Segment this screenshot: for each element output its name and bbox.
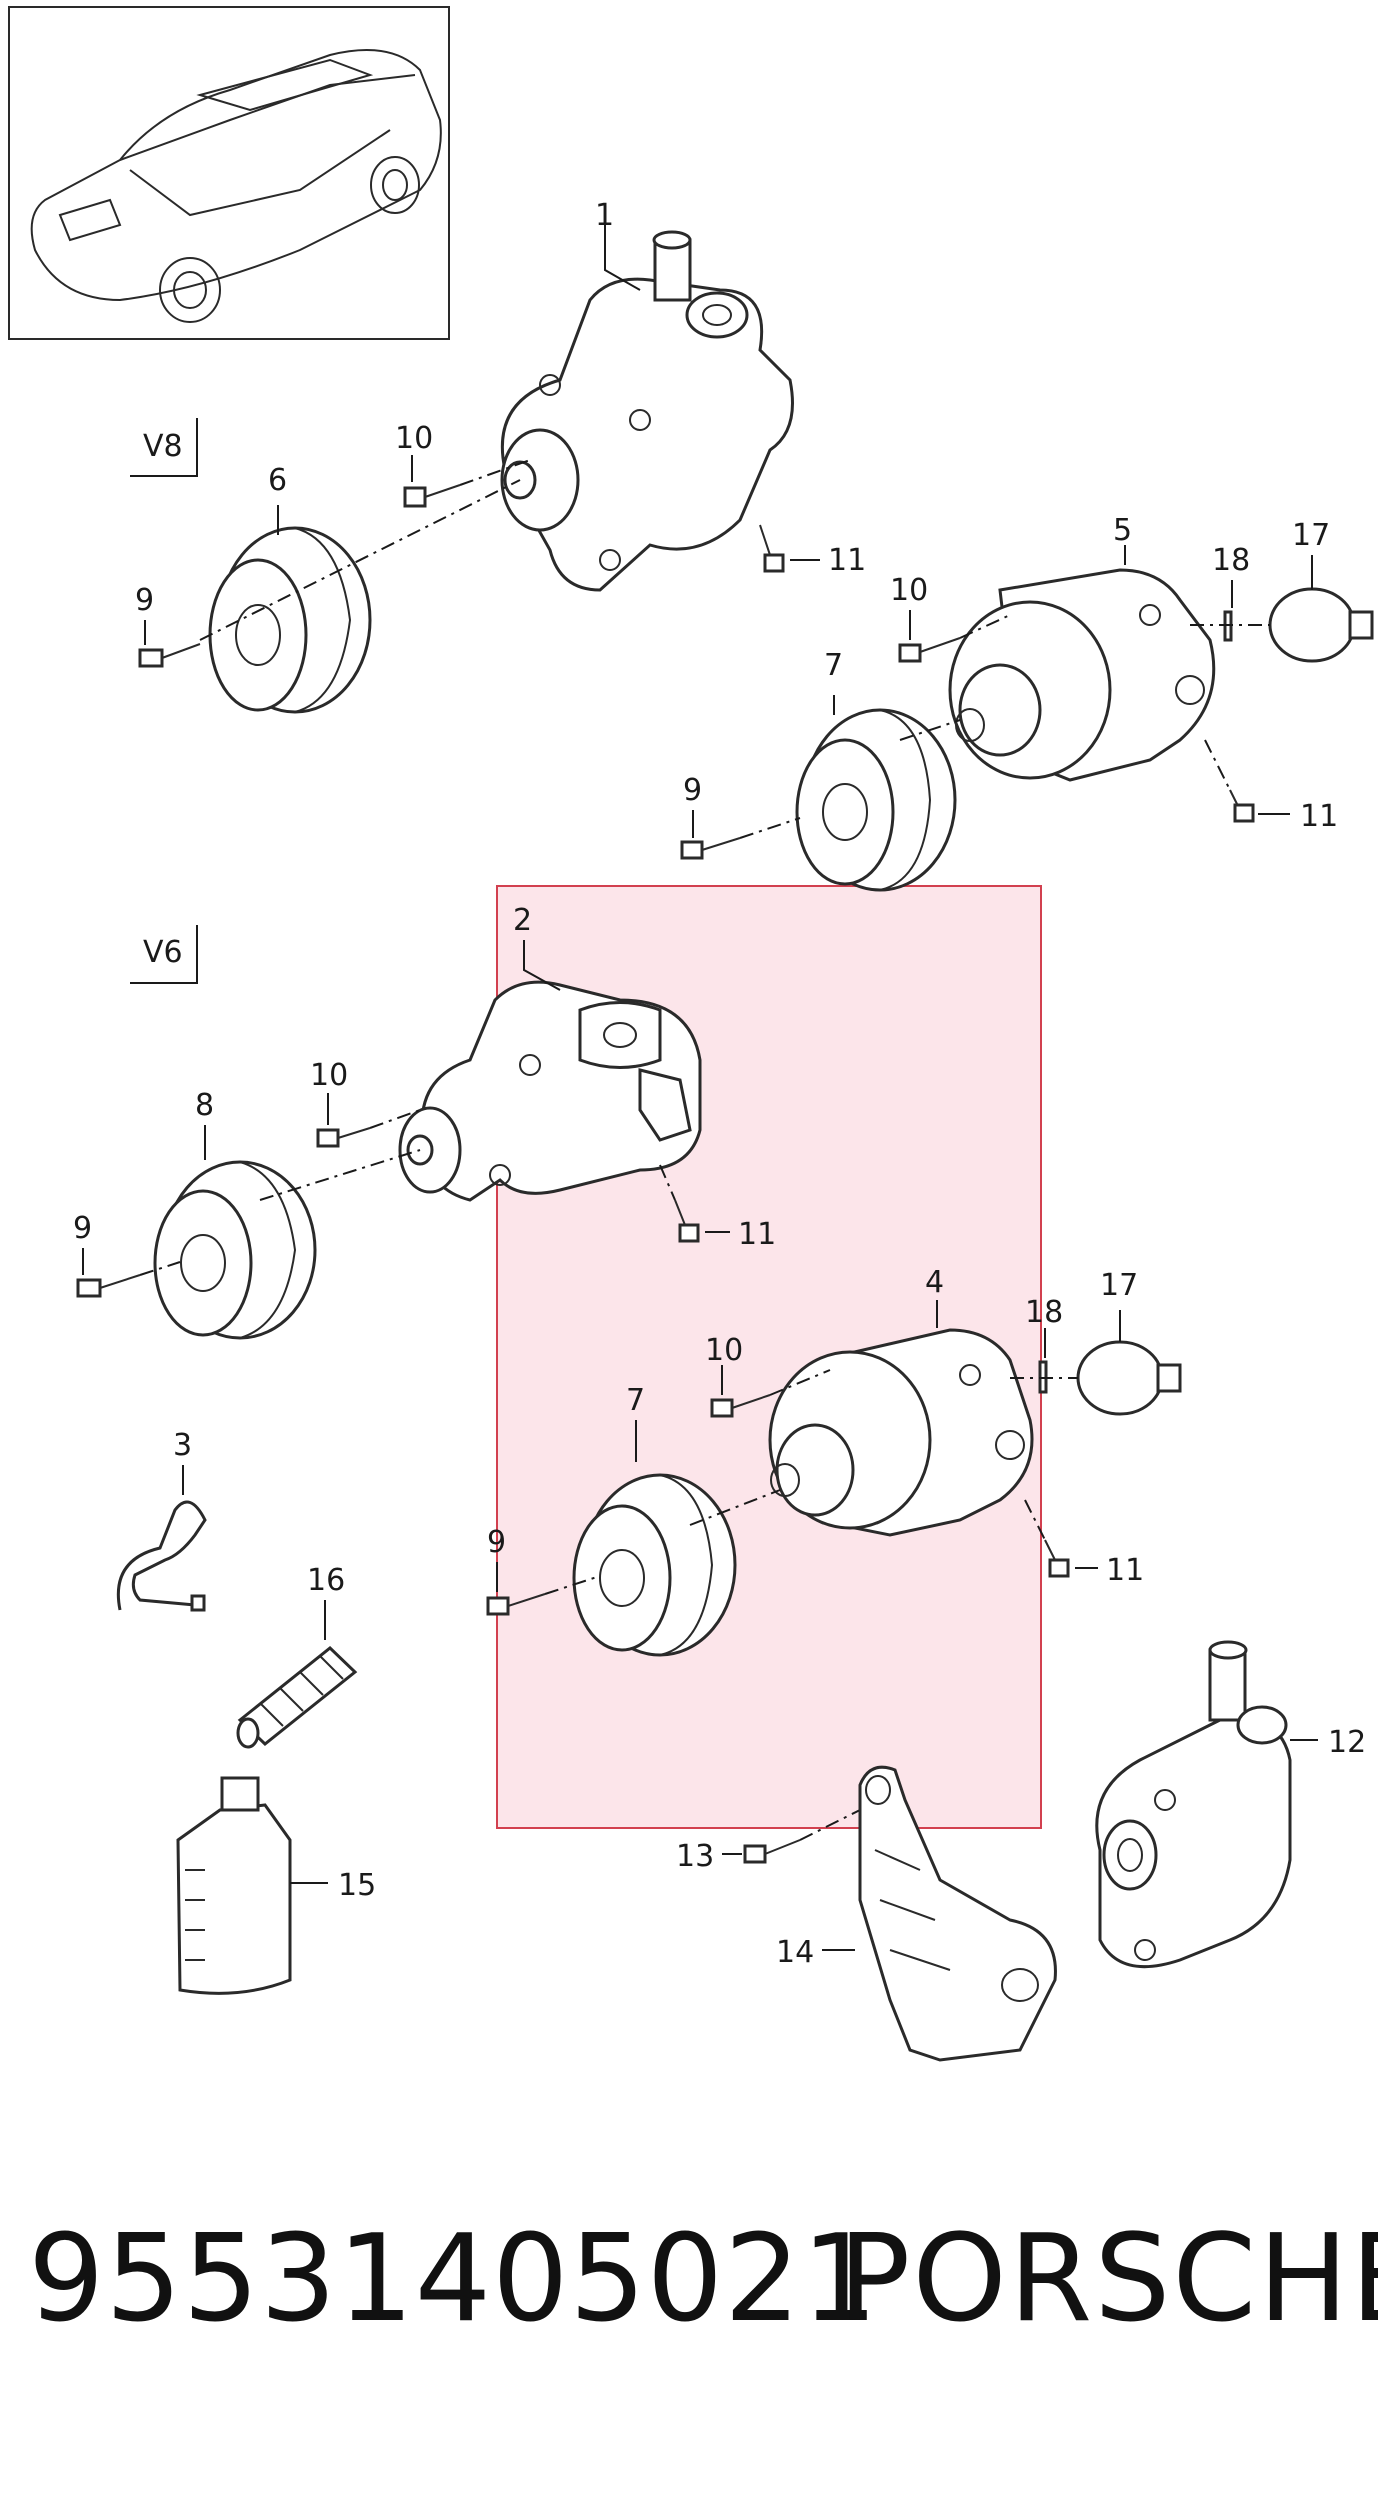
part-5-pump-v8-reservoir[interactable] [948, 568, 1216, 782]
callout-1: 1 [595, 198, 614, 233]
callout-12: 12 [1328, 1725, 1366, 1760]
footer: 95531405021 PORSCHE [0, 2210, 1378, 2370]
part-4-pump-v6-reservoir[interactable] [768, 1328, 1034, 1537]
part-17-hose-v8[interactable] [1268, 587, 1374, 663]
callout-9: 9 [73, 1211, 92, 1246]
vehicle-thumbnail [8, 6, 450, 340]
callout-8: 8 [195, 1088, 214, 1123]
callout-3: 3 [173, 1428, 192, 1463]
part-7-pulley-v8[interactable] [795, 708, 957, 892]
callout-17: 17 [1100, 1268, 1138, 1303]
callout-7: 7 [626, 1383, 645, 1418]
brand-name: PORSCHE [838, 2210, 1378, 2349]
bolt-9-v8[interactable] [138, 643, 201, 668]
part-6-pulley-v8[interactable] [208, 526, 372, 714]
variant-label-text: V8 [143, 429, 183, 464]
callout-16: 16 [307, 1563, 345, 1598]
callout-10: 10 [890, 573, 928, 608]
callout-13: 13 [676, 1839, 714, 1874]
bolt-11-v6[interactable] [674, 1199, 700, 1243]
callout-15: 15 [338, 1868, 376, 1903]
part-3-clip[interactable] [116, 1500, 207, 1612]
callout-4: 4 [925, 1265, 944, 1300]
bolt-10-v8-b[interactable] [898, 637, 961, 663]
bolt-10-v6-b[interactable] [710, 1394, 771, 1418]
bolt-9-v6-b[interactable] [486, 1593, 546, 1616]
part-14-bracket[interactable] [858, 1765, 1057, 2062]
part-17-hose-v6[interactable] [1076, 1340, 1182, 1416]
part-number: 95531405021 [28, 2210, 879, 2349]
variant-label-v8: V8 [130, 418, 198, 477]
callout-11: 11 [828, 543, 866, 578]
part-2-pump-v6[interactable] [398, 980, 702, 1202]
callout-18: 18 [1212, 543, 1250, 578]
callout-18: 18 [1025, 1295, 1063, 1330]
bolt-11-v6-b[interactable] [1044, 1539, 1070, 1578]
bolt-9-v6[interactable] [76, 1274, 141, 1298]
part-1-pump-v8[interactable] [500, 230, 794, 592]
callout-11: 11 [1300, 799, 1338, 834]
callout-11: 11 [738, 1217, 776, 1252]
part-12-pump[interactable] [1095, 1640, 1292, 1969]
callout-7: 7 [824, 648, 843, 683]
bolt-10-v8[interactable] [403, 484, 461, 508]
callout-9: 9 [683, 773, 702, 808]
callout-5: 5 [1113, 513, 1132, 548]
bolt-9-v8-b[interactable] [680, 837, 741, 860]
callout-11: 11 [1106, 1553, 1144, 1588]
callout-2: 2 [513, 903, 532, 938]
callout-10: 10 [310, 1058, 348, 1093]
callout-10: 10 [395, 421, 433, 456]
part-7-pulley-v6[interactable] [572, 1473, 737, 1657]
callout-10: 10 [705, 1333, 743, 1368]
variant-label-v6: V6 [130, 925, 198, 984]
bolt-11-v8[interactable] [759, 524, 785, 573]
callout-6: 6 [268, 463, 287, 498]
variant-label-text: V6 [143, 935, 183, 970]
part-16-drive-shaft[interactable] [236, 1646, 358, 1749]
part-15-fluid-bottle[interactable] [176, 1776, 292, 1995]
part-8-pulley-v6[interactable] [153, 1160, 317, 1340]
bolt-10-v6[interactable] [316, 1127, 371, 1148]
callout-17: 17 [1292, 518, 1330, 553]
bolt-11-v8-b[interactable] [1229, 789, 1255, 823]
callout-9: 9 [135, 583, 154, 618]
callout-14: 14 [776, 1935, 814, 1970]
part-13-bolt[interactable] [743, 1839, 801, 1864]
callout-9: 9 [487, 1525, 506, 1560]
